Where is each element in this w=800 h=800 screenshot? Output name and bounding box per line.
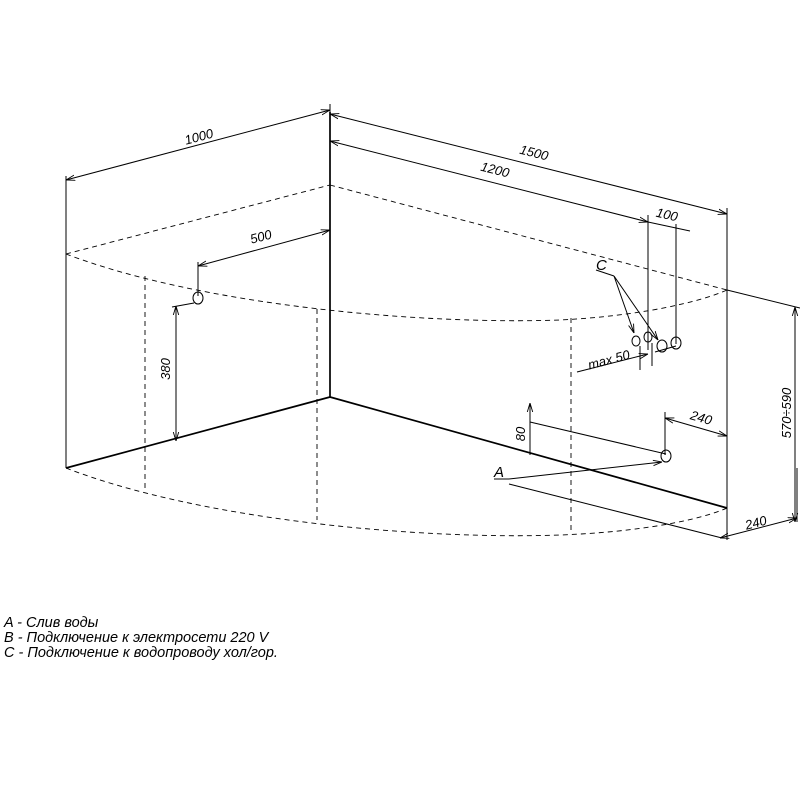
drain-outlet-circle (660, 449, 672, 463)
dim-1500-label: 1500 (518, 142, 550, 164)
tub-outline (65, 112, 728, 537)
dimension-inner-length: 1200 (330, 141, 648, 350)
dimension-drain-height: 80 (513, 403, 667, 455)
legend-item-a: A - Слив воды (4, 615, 99, 631)
dimension-left-outlet-height: 380 (158, 302, 195, 441)
outlet-c1-circle (631, 335, 641, 347)
marker-a: A (493, 462, 662, 481)
legend-item-b: B - Подключение к электросети 220 V (4, 630, 269, 646)
max-50-label: max 50 (586, 347, 632, 373)
top-rim-front-curve (65, 253, 728, 322)
dimension-max-spacing: max 50 (576, 343, 677, 373)
floor-right-edge (329, 396, 728, 509)
dim-80-label: 80 (513, 426, 528, 441)
dimension-left-outlet: 500 (198, 226, 330, 296)
dim-100-label: 100 (655, 205, 680, 225)
dimension-outlet-offset: 100 (647, 205, 691, 344)
marker-a-label: A (493, 464, 504, 481)
outlets (192, 291, 682, 463)
left-outlet-circle (192, 291, 204, 305)
top-rim-back-edge (329, 184, 728, 291)
dimension-drain-front: 240 (720, 468, 797, 540)
dim-380-label: 380 (158, 357, 173, 379)
dim-1200-label: 1200 (479, 159, 511, 181)
floor-left-edge (65, 396, 331, 469)
dimension-total-height: 570÷590 (726, 289, 800, 522)
dim-240-top-label: 240 (688, 407, 715, 428)
marker-c-label: C (596, 257, 607, 274)
dimension-length: 1500 (330, 114, 727, 290)
top-rim-left-edge (65, 184, 331, 255)
outlet-c3-circle (656, 339, 668, 353)
outlet-c4-circle (670, 336, 682, 350)
dim-570-590-label: 570÷590 (779, 387, 794, 438)
dim-240-bottom-label: 240 (742, 512, 769, 533)
dim-500-label: 500 (248, 226, 274, 246)
marker-c: C (595, 257, 658, 340)
dimension-width: 1000 (66, 104, 330, 254)
dim-1000-label: 1000 (183, 125, 216, 147)
legend-item-c: C - Подключение к водопроводу хол/гор. (4, 645, 278, 661)
bottom-front-curve (65, 467, 728, 537)
legend: A - Слив воды B - Подключение к электрос… (4, 616, 278, 661)
dimension-drain-side: 240 (665, 407, 727, 455)
drain-front-baseline (508, 483, 723, 539)
